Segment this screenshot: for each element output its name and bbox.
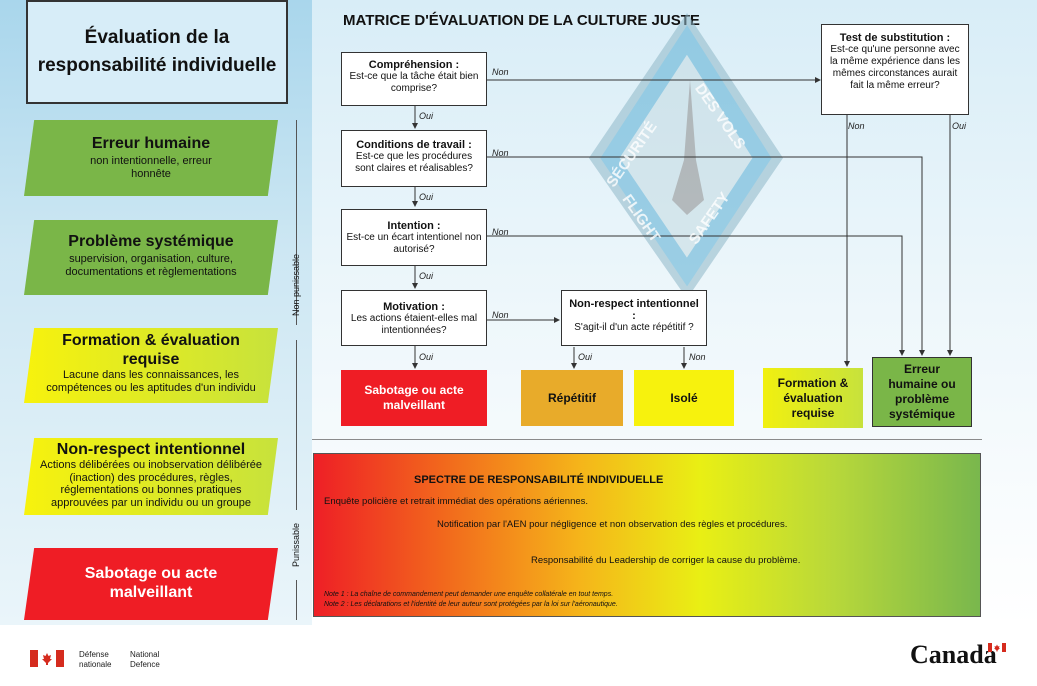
- label-non-punissable: Non punissable: [291, 253, 301, 317]
- question-text: Est-ce que la tâche était bien comprise?: [349, 71, 479, 94]
- label-no: Non: [848, 121, 865, 131]
- footer-en-2: Defence: [130, 660, 160, 669]
- matrix-title: MATRICE D'ÉVALUATION DE LA CULTURE JUSTE: [343, 12, 700, 29]
- category-title: Non-respect intentionnel: [56, 441, 246, 458]
- category-title: Formation & évaluation requise: [62, 332, 240, 368]
- question-text: S'agit-il d'un acte répétitif ?: [574, 322, 694, 333]
- footer-fr: Défense nationale: [79, 650, 111, 670]
- label-yes: Oui: [419, 352, 434, 362]
- category-title: Sabotage ou acte malveillant: [84, 565, 218, 601]
- canada-flag-icon: [30, 650, 64, 667]
- footer-en: National Defence: [130, 650, 160, 670]
- label-yes: Oui: [419, 192, 434, 202]
- label-yes: Oui: [419, 271, 434, 281]
- category-title: Problème systémique: [68, 233, 234, 250]
- label-no: Non: [492, 227, 509, 237]
- outcome-label: Isolé: [670, 390, 698, 405]
- label-no: Non: [492, 310, 509, 320]
- footer-en-1: National: [130, 650, 160, 659]
- outcome-repetitif: Répétitif: [521, 370, 623, 426]
- category-erreur-humaine: Erreur humaine non intentionnelle, erreu…: [24, 120, 278, 196]
- question-intention: Intention :Est-ce un écart intentionel n…: [341, 209, 487, 266]
- question-comprehension: Compréhension :Est-ce que la tâche était…: [341, 52, 487, 106]
- left-title-text: Évaluation de la responsabilité individu…: [37, 27, 277, 76]
- question-text: Est-ce qu'une personne avec la même expé…: [829, 44, 961, 91]
- spectrum-title: SPECTRE DE RESPONSABILITÉ INDIVIDUELLE: [414, 474, 664, 486]
- question-conditions: Conditions de travail :Est-ce que les pr…: [341, 130, 487, 187]
- divider-line: [296, 120, 297, 325]
- category-title: Erreur humaine: [91, 135, 211, 152]
- outcome-label: Répétitif: [548, 390, 596, 405]
- outcome-label: Erreur humaine ou problème systémique: [888, 362, 956, 421]
- question-title: Conditions de travail :: [356, 139, 472, 151]
- question-title: Compréhension :: [368, 59, 460, 71]
- spectrum-line-2: Notification par l'AEN pour négligence e…: [437, 519, 788, 530]
- divider-line: [296, 580, 297, 620]
- divider-line: [296, 440, 297, 510]
- category-desc: Actions délibérées ou inobservation déli…: [40, 459, 262, 509]
- outcome-formation: Formation & évaluation requise: [763, 368, 863, 428]
- question-text: Est-ce que les procédures sont claires e…: [355, 151, 473, 174]
- category-non-respect: Non-respect intentionnel Actions délibér…: [24, 438, 278, 515]
- category-desc: supervision, organisation, culture, docu…: [65, 253, 237, 278]
- label-yes: Oui: [419, 111, 434, 121]
- footer-fr-2: nationale: [79, 660, 112, 669]
- canada-wordmark: Canada: [910, 640, 997, 669]
- category-desc: Lacune dans les connaissances, les compé…: [46, 369, 256, 394]
- spectrum-note-2: Note 2 : Les déclarations et l'identité …: [324, 601, 618, 608]
- watermark-en2: SAFETY: [685, 189, 734, 248]
- category-desc: non intentionnelle, erreur honnête: [90, 155, 212, 180]
- label-yes: Oui: [578, 352, 593, 362]
- watermark-en1: FLIGHT: [618, 191, 664, 246]
- divider-line: [296, 340, 297, 440]
- wordmark-flag-icon: [988, 643, 1006, 652]
- spectrum-note-1: Note 1 : La chaîne de commandement peut …: [324, 591, 614, 598]
- question-non-respect: Non-respect intentionnel :S'agit-il d'un…: [561, 290, 707, 346]
- label-yes: Oui: [952, 121, 967, 131]
- label-punissable: Punissable: [291, 522, 301, 568]
- outcome-label: Sabotage ou acte malveillant: [364, 383, 464, 412]
- question-title: Non-respect intentionnel :: [569, 298, 699, 322]
- question-test-substitution: Test de substitution :Est-ce qu'une pers…: [821, 24, 969, 115]
- category-probleme-systemique: Problème systémique supervision, organis…: [24, 220, 278, 295]
- spectrum-line-3: Responsabilité du Leadership de corriger…: [531, 555, 801, 566]
- footer-fr-1: Défense: [79, 650, 109, 659]
- outcome-sabotage: Sabotage ou acte malveillant: [341, 370, 487, 426]
- label-no: Non: [689, 352, 706, 362]
- label-no: Non: [492, 148, 509, 158]
- outcome-erreur: Erreur humaine ou problème systémique: [872, 357, 972, 427]
- outcome-isole: Isolé: [634, 370, 734, 426]
- question-title: Test de substitution :: [839, 32, 951, 44]
- question-text: Les actions étaient-elles mal intentionn…: [350, 313, 478, 336]
- left-title: Évaluation de la responsabilité individu…: [26, 0, 288, 104]
- watermark-text: SÉCURITÉ DES VOLS FLIGHT SAFETY: [584, 81, 784, 300]
- question-text: Est-ce un écart intentionel non autorisé…: [346, 232, 482, 255]
- spectrum-line-1: Enquête policière et retrait immédiat de…: [324, 496, 589, 507]
- category-sabotage: Sabotage ou acte malveillant: [24, 548, 278, 620]
- question-title: Intention :: [387, 220, 441, 232]
- left-panel-background: [0, 0, 312, 625]
- category-formation: Formation & évaluation requise Lacune da…: [24, 328, 278, 403]
- question-motivation: Motivation :Les actions étaient-elles ma…: [341, 290, 487, 346]
- outcome-label: Formation & évaluation requise: [777, 375, 849, 420]
- question-title: Motivation :: [383, 301, 445, 313]
- responsibility-spectrum: SPECTRE DE RESPONSABILITÉ INDIVIDUELLE E…: [313, 453, 981, 617]
- watermark-fr1: SÉCURITÉ: [603, 118, 661, 191]
- label-no: Non: [492, 67, 509, 77]
